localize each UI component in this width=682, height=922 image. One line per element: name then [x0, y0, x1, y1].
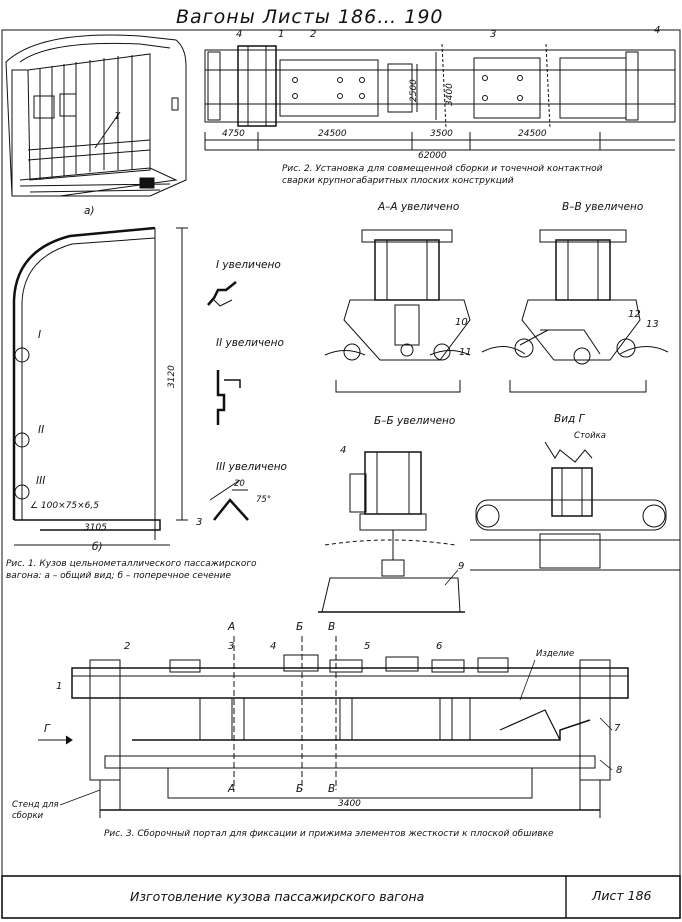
detail-i-profile — [207, 281, 237, 306]
fig1-caption: Рис. 1. Кузов цельнометаллического пасса… — [6, 559, 257, 581]
fig3-callout-8: 8 — [616, 765, 623, 776]
fig1-detail-i: I увеличено — [216, 259, 281, 271]
fig1-detail3-callout: 3 — [196, 517, 203, 528]
fig2-dim-2500: 2500 — [409, 79, 419, 102]
view-g-title: Вид Г — [554, 413, 585, 425]
cut-a-top: А — [228, 621, 236, 633]
fig1-zone-ii: II — [38, 424, 45, 436]
fig1-sub-b: б) — [92, 541, 103, 553]
fig3-callout-1: 1 — [56, 681, 63, 692]
fig3-callout-5: 5 — [364, 641, 371, 652]
arrow-g-label: Г — [44, 723, 50, 735]
view-g — [470, 441, 680, 571]
callout-11: 11 — [459, 347, 472, 358]
fig2-dim-24500-a: 24500 — [318, 129, 347, 139]
cut-v-top: В — [328, 621, 336, 633]
footer-sheet-number: Лист 186 — [592, 888, 652, 903]
fig2-callout-2: 2 — [310, 29, 317, 40]
car-body-perspective — [5, 34, 187, 197]
assembly-portal — [38, 636, 629, 818]
fig2-callout-4-right: 4 — [654, 25, 661, 36]
fig1-profile: ∠ 100×75×6,5 — [30, 501, 99, 511]
izdelie-label: Изделие — [536, 649, 575, 659]
section-aa — [324, 229, 471, 393]
car-cross-section — [12, 226, 188, 546]
fig2-dim-24500-b: 24500 — [518, 129, 547, 139]
fig2-caption: Рис. 2. Установка для совмещенной сборки… — [282, 164, 603, 186]
fig3-callout-2: 2 — [124, 641, 131, 652]
fig3-caption: Рис. 3. Сборочный портал для фиксации и … — [104, 829, 554, 839]
cut-b-top: Б — [296, 621, 304, 633]
callout-12: 12 — [628, 309, 641, 320]
fig2-dim-3400: 3400 — [445, 83, 455, 106]
fig1-detail-ii: II увеличено — [216, 337, 284, 349]
fig1-zone-iii: III — [36, 475, 46, 487]
cut-a-bottom: А — [228, 783, 236, 795]
fig1-sub-a: а) — [84, 205, 95, 217]
detail-iii-profile — [213, 498, 249, 521]
fig1-callout-1: 1 — [114, 111, 121, 122]
fig1-detail3-dim: 20 — [234, 479, 245, 489]
section-bb — [318, 451, 465, 613]
fig2-dim-4750: 4750 — [222, 129, 245, 139]
fig1-zone-i: I — [38, 329, 42, 341]
fig3-callout-7: 7 — [614, 723, 621, 734]
section-vv-title: В–В увеличено — [562, 201, 644, 213]
fig2-dim-62000: 62000 — [418, 151, 447, 161]
fig1-detail3-angle: 75° — [256, 495, 272, 505]
callout-4-bb: 4 — [340, 445, 347, 456]
title-block — [1, 875, 681, 919]
section-bb-title: Б–Б увеличено — [374, 415, 456, 427]
stoyka-label: Стойка — [574, 431, 606, 441]
fig1-height-dim: 3120 — [167, 365, 177, 388]
detail-ii-profile — [216, 370, 226, 425]
cut-v-bottom: В — [328, 783, 336, 795]
fig1-detail-iii: III увеличено — [216, 461, 287, 473]
cut-b-bottom: Б — [296, 783, 304, 795]
footer-title: Изготовление кузова пассажирского вагона — [130, 889, 425, 904]
installation-plan — [204, 43, 676, 151]
callout-13: 13 — [646, 319, 659, 330]
callout-9: 9 — [458, 561, 465, 572]
fig3-callout-3: 3 — [228, 641, 235, 652]
fig2-callout-3: 3 — [490, 29, 497, 40]
section-vv — [481, 229, 669, 393]
fig1-width-dim: 3105 — [84, 523, 107, 533]
stend-label: Стенд для сборки — [12, 800, 59, 821]
fig2-callout-4-left: 4 — [236, 29, 243, 40]
section-aa-title: А–А увеличено — [378, 201, 460, 213]
fig3-dim-3400: 3400 — [338, 799, 361, 809]
fig2-callout-1: 1 — [278, 29, 285, 40]
fig3-callout-4: 4 — [270, 641, 277, 652]
sheet-header: Вагоны Листы 186… 190 — [176, 6, 444, 28]
fig3-callout-6: 6 — [436, 641, 443, 652]
callout-10: 10 — [455, 317, 468, 328]
fig2-dim-3500: 3500 — [430, 129, 453, 139]
